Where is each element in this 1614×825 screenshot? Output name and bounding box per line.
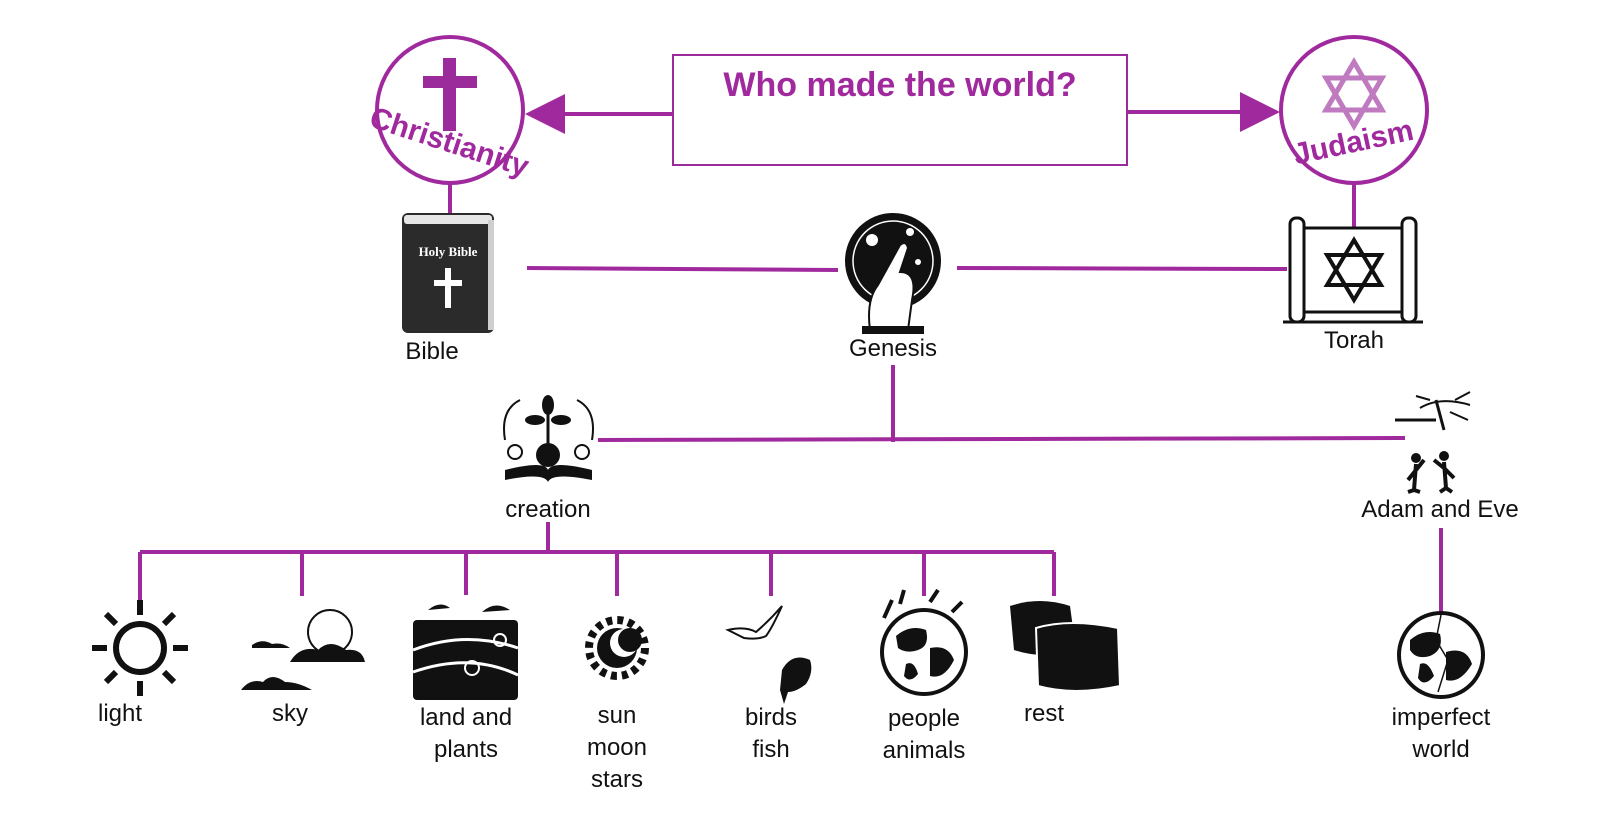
day-label-light: light: [97, 700, 143, 727]
christianity-circle: Christianity: [366, 35, 533, 185]
bird-fish-icon: [725, 605, 812, 704]
cracked-globe-icon: [1397, 611, 1485, 699]
adam-eve-tree-icon: [1395, 391, 1471, 494]
creation-label: creation: [505, 496, 591, 523]
bible-book-icon: Holy Bible: [402, 213, 494, 333]
day-label-rest: rest: [1023, 700, 1064, 727]
svg-text:Holy Bible: Holy Bible: [419, 244, 478, 259]
day-label-sun-moon-stars: sun moon stars: [586, 702, 648, 793]
sun-moon-icon: [585, 616, 649, 680]
day-label-sky: sky: [272, 700, 308, 727]
day-label-land-plants: land and plants: [419, 704, 513, 763]
imperfect-world-label: imperfect world: [1391, 704, 1491, 763]
cosmic-hand-icon: [845, 213, 941, 334]
globe-animals-icon: [880, 588, 968, 696]
pillows-icon: [1010, 601, 1122, 692]
judaism-circle: Judaism: [1279, 35, 1429, 185]
hills-trees-icon: [412, 604, 519, 700]
genesis-label: Genesis: [848, 335, 938, 362]
day-label-people-animals: people animals: [882, 705, 966, 764]
torah-label: Torah: [1323, 327, 1385, 354]
page-title: Who made the world?: [723, 66, 1077, 104]
torah-scroll-icon: [1283, 216, 1423, 324]
clouds-sun-icon: [241, 609, 365, 690]
title-box: Who made the world?: [672, 54, 1128, 166]
bible-genesis-line: [526, 266, 839, 272]
adam-eve-label: Adam and Eve: [1361, 496, 1519, 523]
star-of-david-icon: [1321, 57, 1387, 131]
bible-label: Bible: [405, 338, 459, 365]
creation-adam-line: [597, 436, 1406, 442]
creation-book-icon: [503, 395, 594, 482]
day-label-birds-fish: birds fish: [744, 704, 798, 763]
sun-rays-icon: [92, 600, 188, 696]
cross-icon: [423, 58, 477, 131]
genesis-torah-line: [956, 266, 1288, 271]
day-drop-lines: [138, 552, 1056, 600]
